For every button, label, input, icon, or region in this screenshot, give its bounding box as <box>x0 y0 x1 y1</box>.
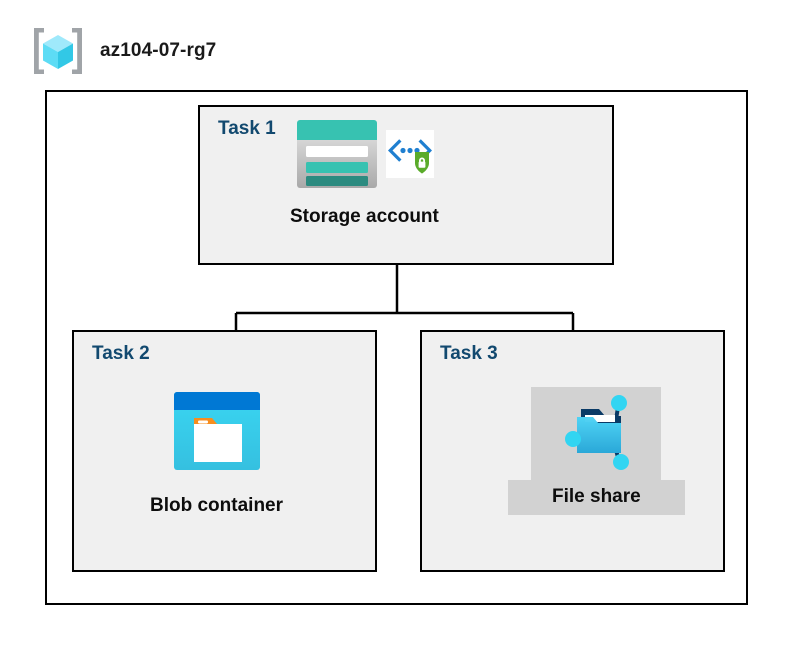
file-share-node[interactable]: File share <box>508 387 685 515</box>
storage-account-icon-row <box>295 118 434 195</box>
resource-group-header: az104-07-rg7 <box>30 24 216 78</box>
file-share-icon <box>555 395 637 477</box>
storage-account-node[interactable]: Storage account <box>290 118 439 228</box>
storage-account-caption: Storage account <box>290 206 439 227</box>
private-endpoint-secure-icon <box>385 130 434 183</box>
task-3-label: Task 3 <box>440 343 498 364</box>
resource-group-cube-icon <box>30 24 86 78</box>
file-share-icon-wrap <box>531 387 662 480</box>
storage-account-icon <box>295 118 379 195</box>
blob-container-icon <box>172 392 262 476</box>
blob-container-node[interactable]: Blob container <box>150 390 283 517</box>
task-2-label: Task 2 <box>92 343 150 364</box>
blob-container-icon-wrap <box>172 390 262 477</box>
task-1-box[interactable]: Task 1 <box>198 105 614 265</box>
resource-group-name: az104-07-rg7 <box>100 40 217 61</box>
blob-container-caption: Blob container <box>150 495 284 516</box>
file-share-caption: File share <box>508 480 685 515</box>
task-1-label: Task 1 <box>218 118 276 139</box>
task-2-box[interactable]: Task 2 <box>72 330 377 572</box>
